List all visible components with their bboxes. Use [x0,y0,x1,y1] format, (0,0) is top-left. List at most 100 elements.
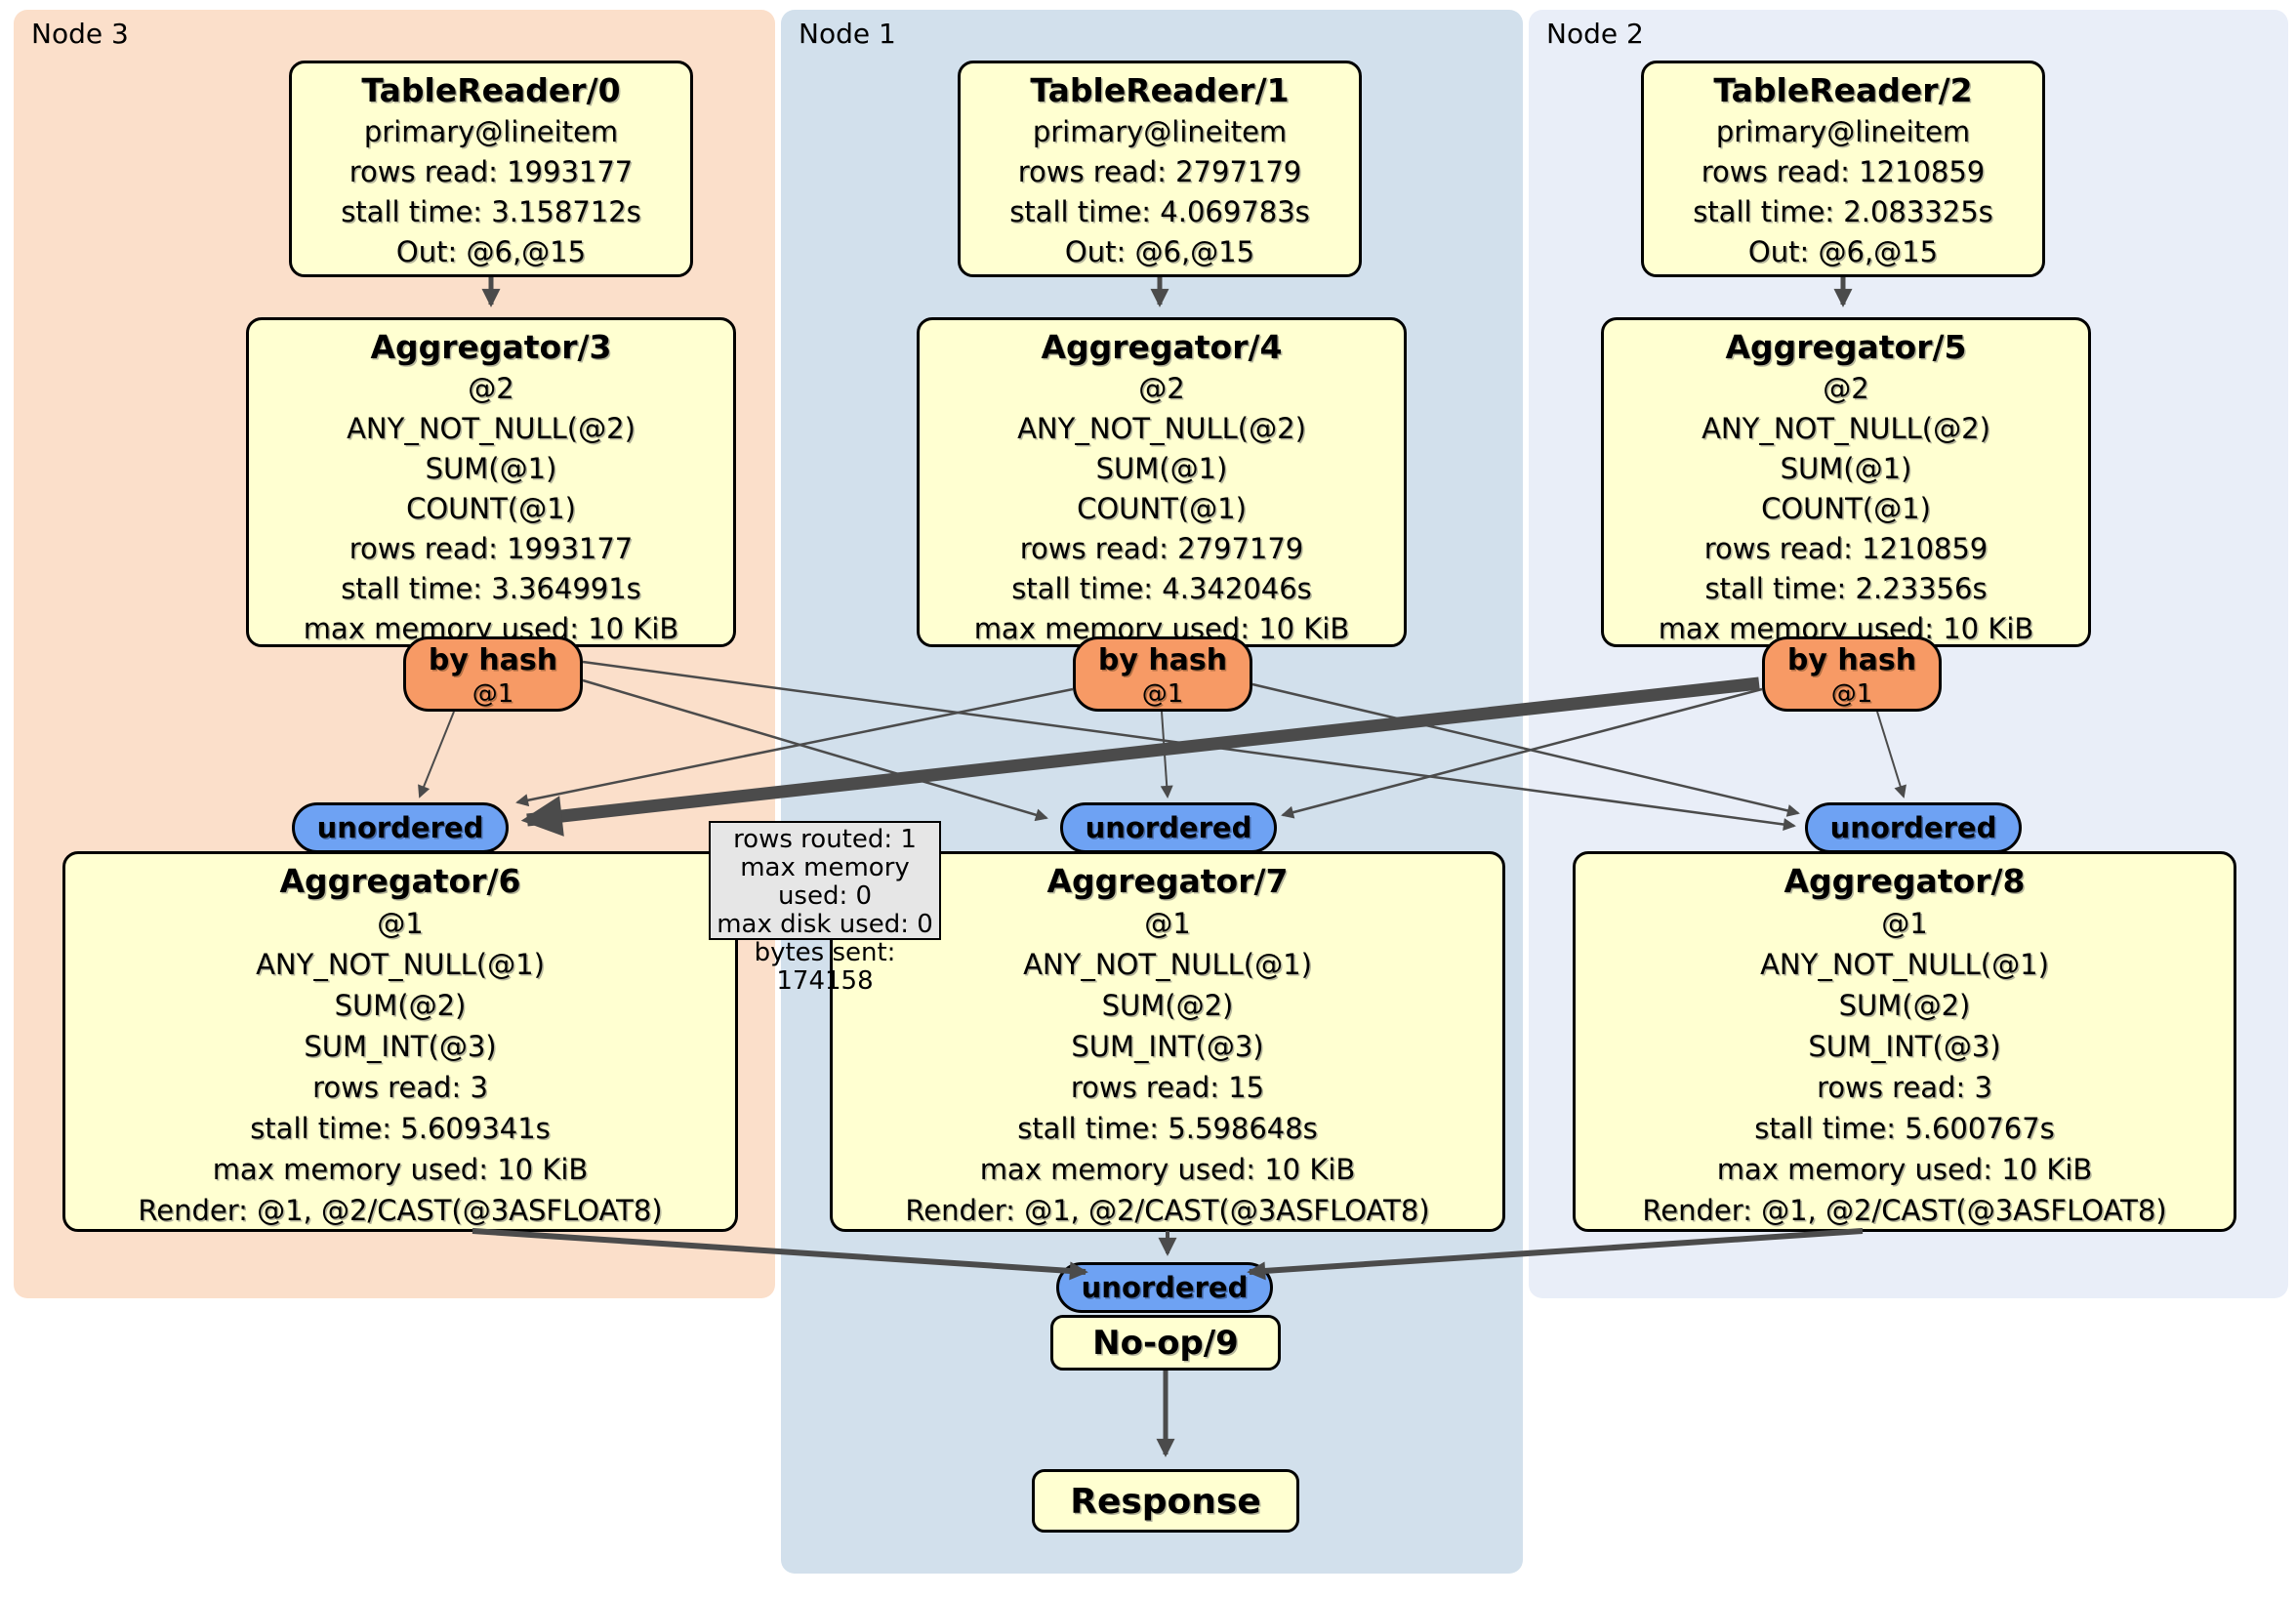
node-region-3-label: Node 3 [31,18,129,50]
detail-line: ANY_NOT_NULL(@1) [1760,948,2049,981]
detail-line: rows read: 1993177 [348,155,634,188]
detail-line: max memory used: 10 KiB [1716,1153,2093,1186]
processor-title: Aggregator/7 [1046,862,1289,900]
router-key: @1 [1830,679,1873,709]
edge-hash2-unord2[interactable] [1876,711,1906,798]
processor-details: primary@lineitem rows read: 2797179 stall … [961,112,1359,272]
detail-line: max memory used: 10 KiB [979,1153,1356,1186]
processor-title: Aggregator/3 [370,328,612,366]
detail-line: SUM(@2) [334,989,467,1022]
collector-unordered-node2[interactable]: unordered [1805,802,2022,853]
detail-line: ANY_NOT_NULL(@1) [1023,948,1312,981]
detail-line: ANY_NOT_NULL(@2) [1702,412,1990,445]
detail-line: stall time: 2.083325s [1693,195,1993,228]
detail-line: ANY_NOT_NULL(@1) [256,948,545,981]
collector-unordered-final[interactable]: unordered [1056,1262,1273,1313]
processor-details: primary@lineitem rows read: 1993177 stall … [292,112,690,272]
detail-line: SUM_INT(@3) [1808,1030,2001,1063]
router-by-hash-node2[interactable]: by hash @1 [1762,636,1942,712]
edge-agg6-final[interactable] [472,1228,1088,1281]
detail-line: stall time: 3.158712s [341,195,641,228]
detail-line: max memory used: 0 [740,853,910,911]
detail-line: stall time: 5.600767s [1754,1112,2055,1145]
detail-line: @2 [1138,372,1185,405]
processor-title: TableReader/0 [361,71,621,109]
router-key: @1 [1141,679,1184,709]
detail-line: SUM(@2) [1838,989,1971,1022]
detail-line: stall time: 5.598648s [1017,1112,1318,1145]
processor-noop-9[interactable]: No-op/9 [1050,1315,1281,1371]
detail-line: primary@lineitem [1715,115,1971,148]
collector-unordered-node3[interactable]: unordered [292,802,509,853]
processor-title: Aggregator/6 [279,862,521,900]
edge-hash3-unord3[interactable] [418,711,455,798]
detail-line: SUM(@1) [1095,452,1228,485]
detail-line: stall time: 4.069783s [1009,195,1310,228]
detail-line: SUM(@1) [425,452,557,485]
detail-line: COUNT(@1) [1077,492,1247,525]
detail-line: rows read: 2797179 [1017,155,1302,188]
router-label: by hash [1097,643,1228,677]
detail-line: primary@lineitem [363,115,619,148]
detail-line: rows read: 1210859 [1703,532,1988,565]
detail-line: rows read: 1210859 [1701,155,1986,188]
detail-line: primary@lineitem [1032,115,1288,148]
edge-agg8-final[interactable] [1247,1228,1864,1281]
processor-details: primary@lineitem rows read: 1210859 stall … [1644,112,2042,272]
processor-title: TableReader/1 [1030,71,1290,109]
edge-hash1-unord3[interactable] [515,687,1074,807]
detail-line: SUM(@1) [1780,452,1912,485]
detail-line: stall time: 3.364991s [341,572,641,605]
processor-tablereader-0[interactable]: TableReader/0 primary@lineitem rows read:… [289,61,693,277]
detail-line: ANY_NOT_NULL(@2) [1017,412,1306,445]
detail-line: SUM_INT(@3) [1071,1030,1264,1063]
processor-tablereader-1[interactable]: TableReader/1 primary@lineitem rows read:… [958,61,1362,277]
detail-line: @1 [377,907,424,940]
node-region-1-label: Node 1 [799,18,896,50]
detail-line: stall time: 4.342046s [1011,572,1312,605]
router-by-hash-node1[interactable]: by hash @1 [1073,636,1252,712]
router-by-hash-node3[interactable]: by hash @1 [403,636,583,712]
processor-response[interactable]: Response [1032,1469,1299,1533]
processor-title: Aggregator/8 [1784,862,2026,900]
detail-line: rows read: 3 [1817,1071,1992,1104]
detail-line: Out: @6,@15 [1747,235,1939,268]
detail-line: @1 [1144,907,1191,940]
processor-title: Aggregator/5 [1725,328,1967,366]
detail-line: COUNT(@1) [1761,492,1931,525]
detail-line: @2 [1823,372,1869,405]
detail-line: stall time: 2.23356s [1704,572,1988,605]
node-region-2-label: Node 2 [1546,18,1644,50]
detail-line: rows read: 2797179 [1019,532,1304,565]
edge-hash2-unord1[interactable] [1281,687,1763,819]
detail-line: Render: @1, @2/CAST(@3ASFLOAT8) [905,1194,1430,1227]
detail-line: @2 [468,372,514,405]
detail-line: ANY_NOT_NULL(@2) [347,412,636,445]
collector-unordered-node1[interactable]: unordered [1060,802,1277,853]
detail-line: rows read: 15 [1070,1071,1265,1104]
edge-hash2-unord3-highlighted[interactable] [520,676,1760,837]
detail-line: SUM_INT(@3) [304,1030,497,1063]
detail-line: @1 [1881,907,1928,940]
router-label: by hash [1786,643,1917,677]
detail-line: max disk used: 0 [717,910,933,939]
edge-hash1-unord2[interactable] [1251,682,1800,817]
edge-hash3-unord1[interactable] [582,678,1048,822]
detail-line: rows read: 3 [312,1071,488,1104]
processor-title: Aggregator/4 [1041,328,1283,366]
detail-line: Out: @6,@15 [395,235,587,268]
